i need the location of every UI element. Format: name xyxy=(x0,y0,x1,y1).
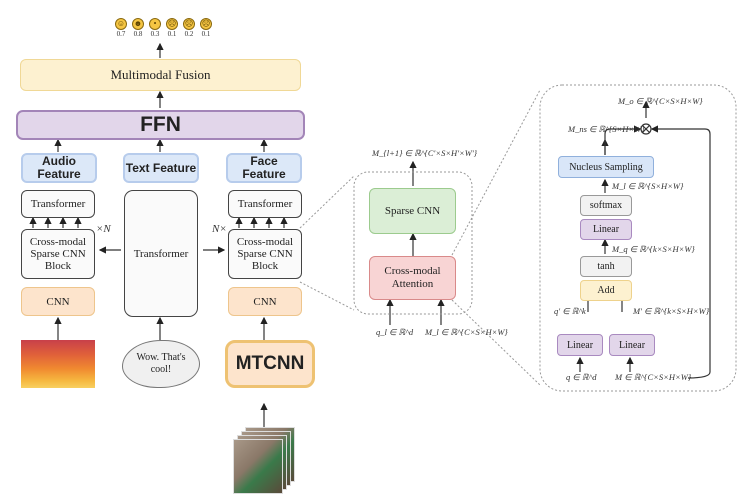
mns-label: M_ns ∈ ℝ^{S×H×W} xyxy=(568,124,645,134)
angry-face-icon: ☹ xyxy=(166,18,178,30)
ffn-block: FFN xyxy=(16,110,305,140)
block-input-m-label: M_l ∈ ℝ^{C×S×H×W} xyxy=(425,327,508,337)
block-output-label: M_{l+1} ∈ ℝ^{C'×S×H'×W'} xyxy=(372,148,478,158)
m-input-label: M ∈ ℝ^{C×S×H×W} xyxy=(615,372,692,382)
q-input-label: q ∈ ℝ^d xyxy=(566,372,597,382)
emotion-item: ☹0.1 xyxy=(166,18,178,38)
emotion-item: ☹0.2 xyxy=(183,18,195,38)
fearful-face-icon: ☹ xyxy=(183,18,195,30)
emotion-scores: ☺0.7 ☻0.8 •0.3 ☹0.1 ☹0.2 ☹0.1 xyxy=(113,18,214,38)
sparse-block-dashed-frame xyxy=(353,171,473,315)
face-cross-modal-block: Cross-modal Sparse CNN Block xyxy=(228,229,302,279)
m-prime-label: M' ∈ ℝ^{k×S×H×W} xyxy=(633,306,710,316)
text-transformer-block: Transformer xyxy=(124,190,198,317)
face-transformer-block: Transformer xyxy=(228,190,302,218)
audio-cnn-block: CNN xyxy=(21,287,95,316)
linear-block: Linear xyxy=(580,219,632,240)
repeat-n-label-right: N× xyxy=(212,223,227,235)
laughing-face-icon: ☻ xyxy=(132,18,144,30)
mq-label: M_q ∈ ℝ^{k×S×H×W} xyxy=(612,244,695,254)
text-feature-block: Text Feature xyxy=(123,153,199,183)
emotion-item: ☹0.1 xyxy=(200,18,212,38)
happy-face-icon: ☺ xyxy=(115,18,127,30)
audio-transformer-block: Transformer xyxy=(21,190,95,218)
multimodal-fusion-block: Multimodal Fusion xyxy=(20,59,301,91)
nucleus-sampling-block: Nucleus Sampling xyxy=(558,156,654,178)
mtcnn-block: MTCNN xyxy=(225,340,315,388)
sparse-cnn-block: Sparse CNN xyxy=(369,188,456,234)
face-feature-block: Face Feature xyxy=(226,153,302,183)
audio-feature-block: Audio Feature xyxy=(21,153,97,183)
q-prime-label: q' ∈ ℝ^k xyxy=(554,306,586,316)
audio-cross-modal-block: Cross-modal Sparse CNN Block xyxy=(21,229,95,279)
block-input-q-label: q_l ∈ ℝ^d xyxy=(376,327,414,337)
ml-label: M_l ∈ ℝ^{S×H×W} xyxy=(612,181,684,191)
sad-face-icon: ☹ xyxy=(200,18,212,30)
add-block: Add xyxy=(580,280,632,301)
linear-q-block: Linear xyxy=(557,334,603,356)
text-input-cloud: Wow. That's cool! xyxy=(122,340,200,388)
repeat-n-label-left: ×N xyxy=(96,223,111,235)
linear-m-block: Linear xyxy=(609,334,655,356)
video-frame-image xyxy=(233,439,283,494)
face-cnn-block: CNN xyxy=(228,287,302,316)
attention-output-label: M_o ∈ ℝ^{C×S×H×W} xyxy=(618,96,703,106)
emotion-item: ☺0.7 xyxy=(115,18,127,38)
emotion-item: •0.3 xyxy=(149,18,161,38)
audio-spectrogram-image xyxy=(21,340,95,388)
emotion-item: ☻0.8 xyxy=(132,18,144,38)
attention-dashed-frame xyxy=(539,84,737,392)
neutral-face-icon: • xyxy=(149,18,161,30)
softmax-block: softmax xyxy=(580,195,632,216)
tanh-block: tanh xyxy=(580,256,632,277)
cross-modal-attention-block: Cross-modal Attention xyxy=(369,256,456,300)
